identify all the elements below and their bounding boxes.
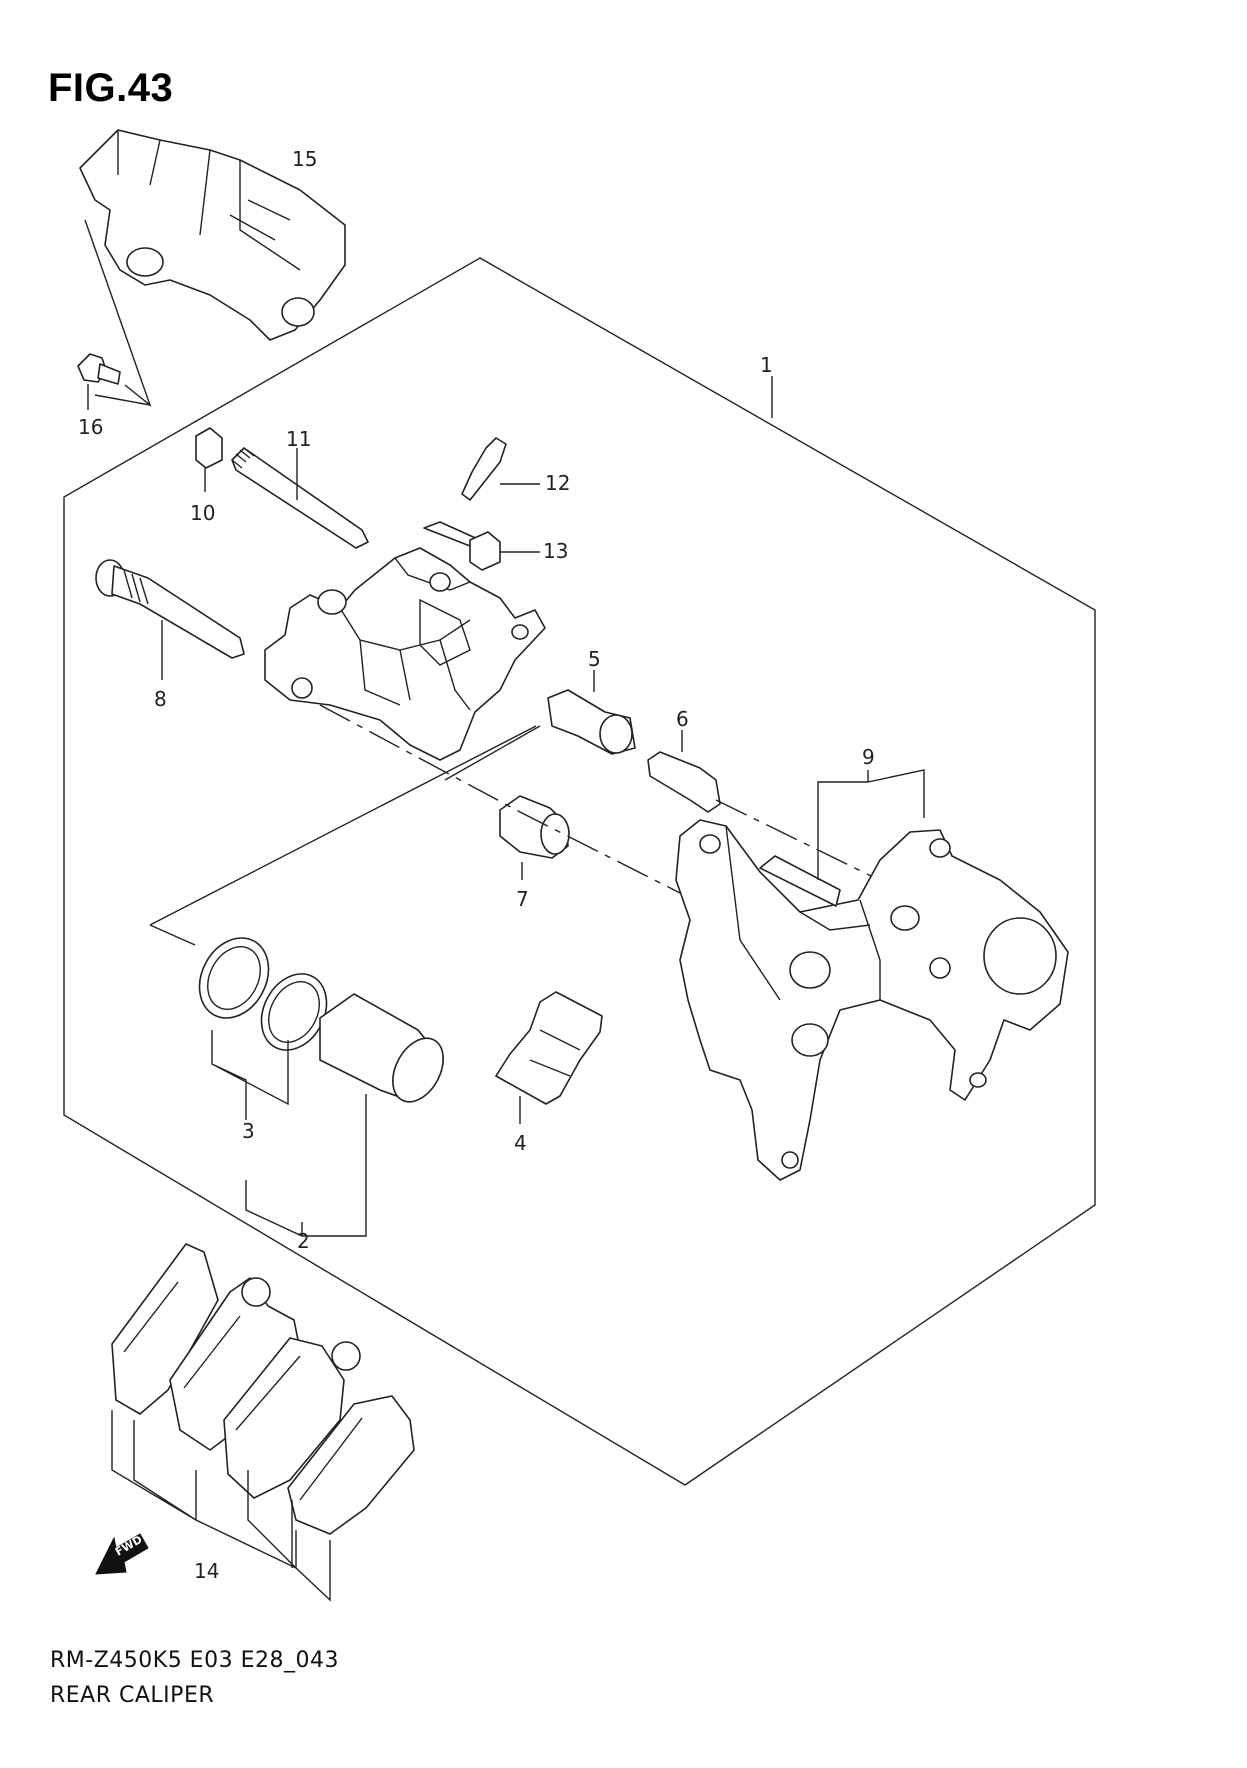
callout-6: 6	[676, 707, 689, 731]
callout-14: 14	[194, 1559, 219, 1583]
callout-8: 8	[154, 687, 167, 711]
part-6	[647, 751, 721, 813]
part-5	[547, 689, 636, 755]
part-12-bleeder	[461, 437, 507, 501]
callout-9: 9	[862, 745, 875, 769]
leader-14	[111, 1410, 331, 1602]
fwd-arrow-icon: FWD	[95, 1533, 149, 1575]
leader-9	[817, 769, 925, 880]
bracket-leader	[84, 219, 152, 408]
part-13-cap	[423, 521, 501, 571]
part-3-seals	[198, 937, 328, 1051]
part-7-boot	[499, 795, 570, 859]
figure-code: RM-Z450K5 E03 E28_043	[50, 1648, 339, 1673]
callout-16: 16	[78, 415, 103, 439]
figure-name: REAR CALIPER	[50, 1683, 215, 1708]
callout-1: 1	[760, 353, 773, 377]
part-10-cap	[195, 427, 223, 469]
assembly-axis-1	[319, 704, 691, 899]
figure-title: FIG.43	[48, 66, 174, 110]
piston-guide-lines	[149, 725, 541, 946]
callout-15: 15	[292, 147, 317, 171]
callout-4: 4	[514, 1131, 527, 1155]
assembly-outline	[63, 257, 1096, 1486]
callout-11: 11	[286, 427, 311, 451]
part-8-bolt	[95, 559, 245, 659]
callout-2: 2	[297, 1229, 310, 1253]
part-11-pin	[231, 447, 369, 549]
callout-7: 7	[516, 887, 529, 911]
caliper-body	[264, 547, 546, 761]
part-14-pads	[111, 1243, 415, 1535]
callout-13: 13	[543, 539, 568, 563]
callout-10: 10	[190, 501, 215, 525]
part-4-spring	[495, 991, 603, 1105]
leader-2	[245, 1094, 367, 1237]
callout-5: 5	[588, 647, 601, 671]
leader-3	[211, 1030, 289, 1120]
callout-3: 3	[242, 1119, 255, 1143]
part-16-bolt	[77, 353, 121, 385]
part-9-support	[675, 819, 1069, 1181]
part-15-bracket	[79, 129, 346, 341]
piston	[319, 993, 444, 1103]
callout-12: 12	[545, 471, 570, 495]
